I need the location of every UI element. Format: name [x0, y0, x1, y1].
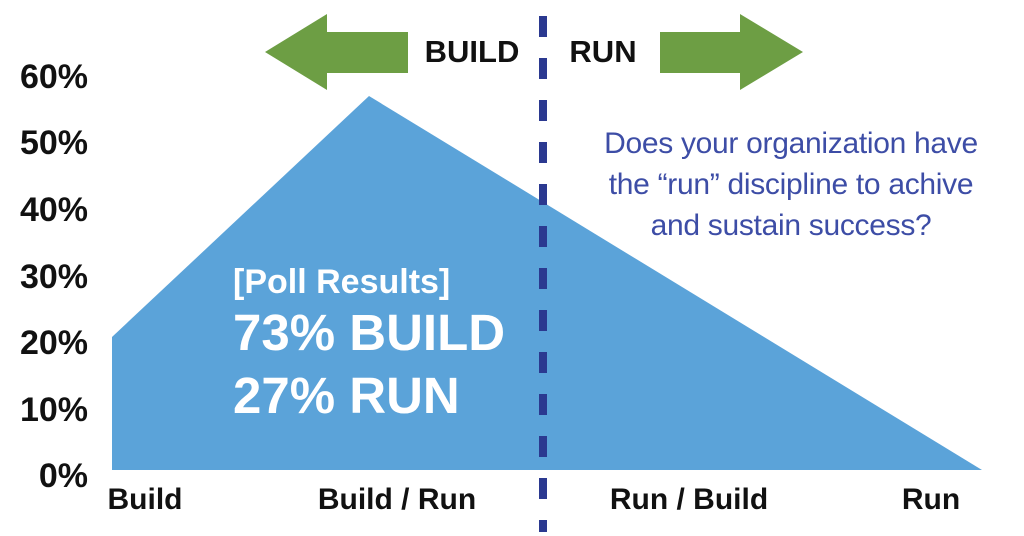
question-line-2: the “run” discipline to achive — [608, 168, 974, 201]
question-line-1: Does your organization have — [604, 127, 978, 160]
run-arrow-right-icon — [660, 14, 803, 90]
y-tick-30: 30% — [19, 258, 88, 296]
poll-results-build: 73% BUILD — [233, 304, 506, 361]
question-line-3: and sustain success? — [650, 209, 932, 242]
question-annotation: Does your organization have the “run” di… — [566, 123, 1016, 246]
build-side-label: BUILD — [424, 34, 520, 69]
poll-results-run: 27% RUN — [233, 367, 460, 424]
x-tick-build-run: Build / Run — [317, 483, 477, 516]
y-tick-10: 10% — [19, 391, 88, 429]
y-tick-60: 60% — [19, 58, 88, 96]
y-tick-0: 0% — [38, 457, 88, 495]
run-side-label: RUN — [569, 34, 637, 69]
poll-results-title: [Poll Results] — [233, 263, 451, 301]
x-tick-run-build: Run / Build — [609, 483, 769, 516]
x-tick-run: Run — [901, 483, 961, 516]
y-tick-50: 50% — [19, 124, 88, 162]
y-tick-40: 40% — [19, 191, 88, 229]
y-tick-20: 20% — [19, 324, 88, 362]
x-tick-build: Build — [107, 483, 183, 516]
build-arrow-left-icon — [265, 14, 408, 90]
